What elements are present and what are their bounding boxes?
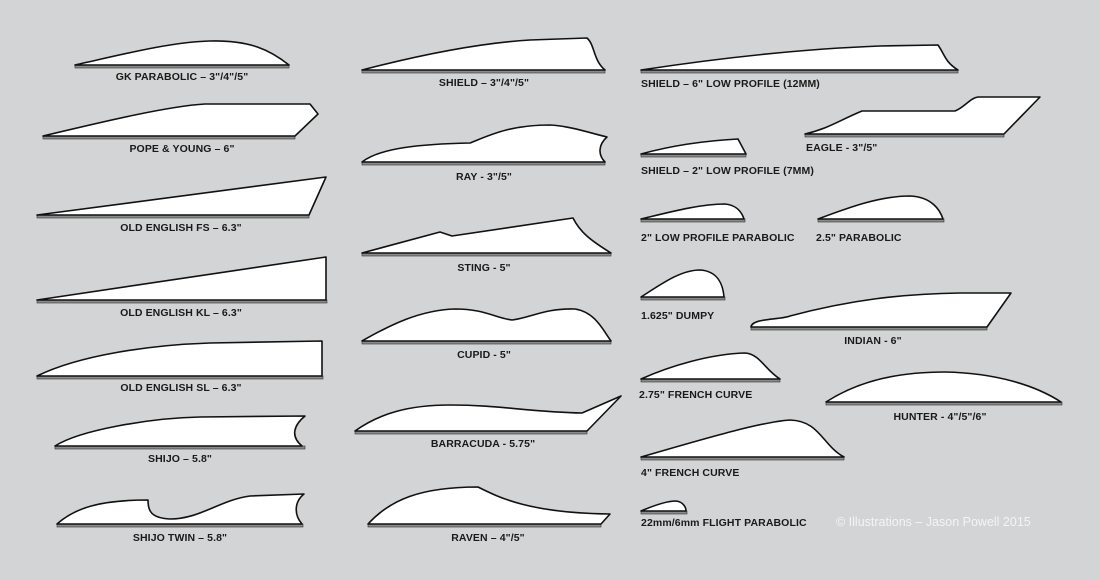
dumpy-shape [640,269,726,301]
label-old-english-kl: OLD ENGLISH KL – 6.3" [120,307,242,319]
label-shield-2-low: SHIELD – 2" LOW PROFILE (7MM) [641,165,814,177]
label-french-curve-2-75: 2.75" FRENCH CURVE [639,389,753,401]
label-shield: SHIELD – 3"/4"/5" [438,77,530,89]
label-hunter: HUNTER - 4"/5"/6" [893,411,987,423]
label-cupid: CUPID - 5" [457,349,511,361]
shijo-shape [54,415,306,450]
shield-2-low-shape [640,138,747,158]
old-english-kl-shape [36,256,328,304]
label-gk-parabolic: GK PARABOLIC – 3"/4"/5" [115,71,249,83]
label-shijo: SHIJO – 5.8" [148,453,212,465]
ray-shape [361,124,608,166]
label-shield-6-low: SHIELD – 6" LOW PROFILE (12MM) [641,78,820,90]
label-pope-young: POPE & YOUNG – 6" [129,143,235,155]
shield-shape [361,37,606,74]
copyright-credit: © Illustrations – Jason Powell 2015 [836,515,1031,529]
flight-parabolic-shape [640,500,688,515]
gk-parabolic-shape [74,40,290,69]
french-curve-4-shape [640,419,845,461]
raven-shape [367,486,611,528]
old-english-sl-shape [36,340,324,380]
label-raven: RAVEN – 4"/5" [451,532,525,544]
label-dumpy: 1.625" DUMPY [641,310,715,322]
label-low-profile-parabolic-2: 2" LOW PROFILE PARABOLIC [641,232,795,244]
label-shijo-twin: SHIJO TWIN – 5.8" [132,532,228,544]
cupid-shape [361,308,612,345]
old-english-fs-shape [36,176,327,219]
label-ray: RAY - 3"/5" [456,171,512,183]
label-parabolic-2-5: 2.5" PARABOLIC [816,232,902,244]
label-flight-parabolic: 22mm/6mm FLIGHT PARABOLIC [641,517,807,529]
eagle-shape [804,96,1041,138]
sting-shape [361,217,612,257]
french-curve-2-75-shape [640,352,781,383]
label-sting: STING - 5" [457,262,511,274]
label-old-english-sl: OLD ENGLISH SL – 6.3" [120,382,242,394]
barracuda-shape [354,395,622,435]
label-old-english-fs: OLD ENGLISH FS – 6.3" [120,222,242,234]
shijo-twin-shape [56,493,305,528]
label-french-curve-4: 4" FRENCH CURVE [641,467,740,479]
shield-6-low-shape [640,44,959,74]
hunter-shape [825,371,1063,406]
label-eagle: EAGLE - 3"/5" [806,142,878,154]
pope-young-shape [42,103,319,140]
label-barracuda: BARRACUDA - 5.75" [430,438,536,450]
label-indian: INDIAN - 6" [844,335,902,347]
parabolic-2-5-shape [817,195,945,223]
indian-shape [750,292,1012,331]
low-profile-parabolic-2-shape [640,203,746,223]
